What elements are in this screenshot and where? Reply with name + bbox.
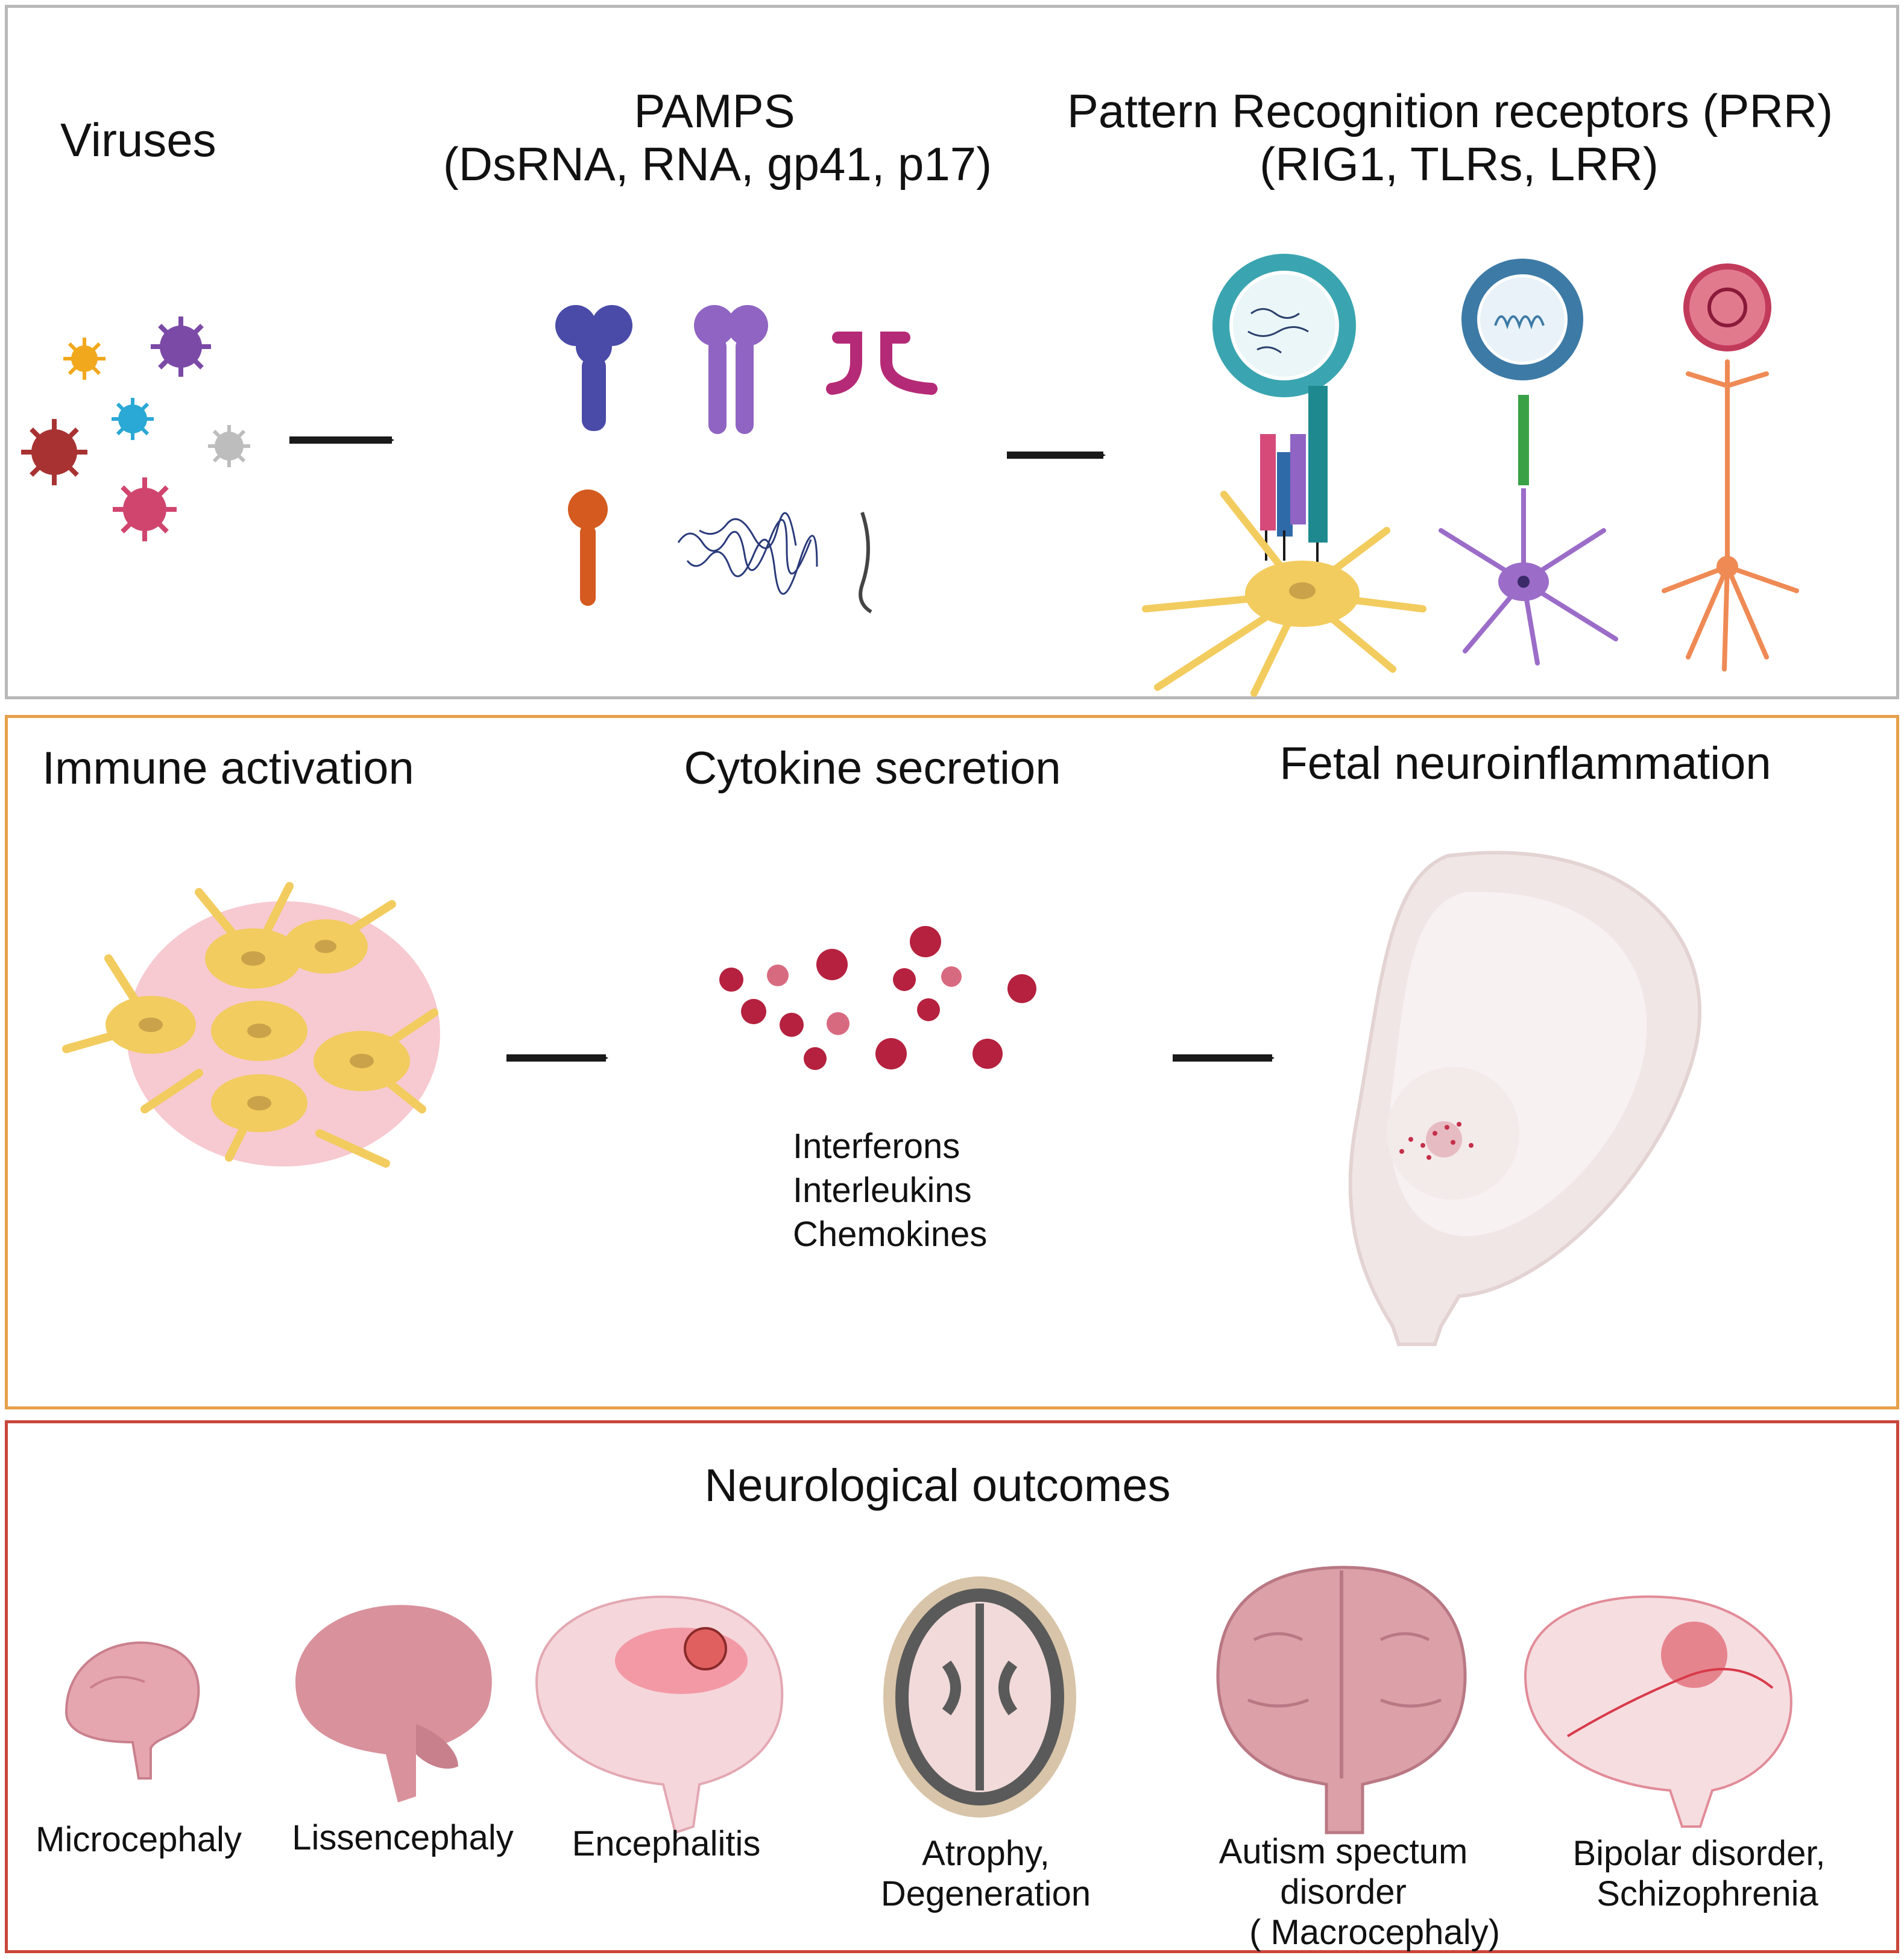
immune-activation-label: Immune activation	[42, 743, 414, 794]
cytokine-type-interferons: Interferons	[793, 1127, 960, 1166]
pamps-title: PAMPS	[634, 84, 795, 137]
neuron-cell-icon-orange	[1662, 359, 1799, 672]
neurological-outcomes-title: Neurological outcomes	[704, 1460, 1171, 1511]
brain-atrophy-icon	[883, 1576, 1076, 1818]
virus-icon-red	[21, 419, 87, 485]
p17-protein-icon-orange	[568, 490, 608, 606]
brain-bipolar-schizophrenia-icon	[1524, 1595, 1792, 1828]
dsrna-strand-icon	[859, 512, 872, 614]
prr-subtitle: (RIG1, TLRs, LRR)	[1259, 137, 1659, 190]
cytokine-type-chemokines: Chemokines	[793, 1215, 988, 1254]
glycoprotein-icon-blue	[555, 305, 632, 431]
outcome-bipolar-label-line1: Bipolar disorder,	[1572, 1834, 1826, 1873]
brain-microcephaly-icon	[65, 1641, 200, 1780]
panel-virus-recognition	[5, 5, 1899, 699]
fetus-in-uterus-icon	[1348, 851, 1701, 1346]
virus-icon-grey	[208, 425, 250, 467]
cytokine-type-interleukins: Interleukins	[793, 1171, 972, 1210]
brain-lissencephaly-icon	[295, 1605, 492, 1802]
astrocyte-cell-icon	[1142, 491, 1426, 697]
middle-panel-illustrations	[62, 851, 1701, 1346]
virus-particle-icon-teal	[1212, 254, 1356, 397]
virus-icon-purple	[151, 316, 211, 377]
glycoprotein-icon-purple	[694, 305, 768, 434]
virus-particle-icon-blue	[1461, 259, 1583, 380]
receptor-protein-icon-magenta	[826, 332, 938, 395]
outcome-microcephaly-label: Microcephaly	[36, 1820, 242, 1859]
neuron-cell-icon-purple	[1439, 488, 1618, 666]
tlr-receptor-icons	[1260, 386, 1328, 567]
virus-icon-pink	[113, 477, 177, 541]
prr-title: Pattern Recognition receptors (PRR)	[1067, 84, 1833, 137]
brain-macrocephaly-icon	[1216, 1566, 1467, 1834]
pamps-subtitle: (DsRNA, RNA, gp41, p17)	[443, 137, 992, 190]
outcome-atrophy-label-line2: Degeneration	[880, 1874, 1091, 1913]
astrocyte-cluster-icon	[62, 882, 440, 1168]
outcome-bipolar-label-line2: Schizophrenia	[1597, 1874, 1818, 1913]
outcome-atrophy-label-line1: Atrophy,	[922, 1834, 1050, 1873]
virus-particle-icon-pink	[1683, 263, 1771, 351]
outcome-autism-label-line2: disorder	[1280, 1872, 1407, 1912]
outcome-lissencephaly-label: Lissencephaly	[292, 1818, 514, 1857]
viruses-label: Viruses	[60, 113, 216, 166]
fetal-neuroinflammation-label: Fetal neuroinflammation	[1279, 738, 1771, 789]
outcome-encephalitis-label: Encephalitis	[572, 1824, 761, 1863]
rig1-receptor-icon	[1518, 395, 1529, 485]
virus-icon-blue	[112, 398, 154, 440]
outcome-autism-label-line1: Autism spectum	[1218, 1832, 1468, 1871]
top-panel-illustrations	[21, 254, 1799, 697]
outcome-autism-label-line3: ( Macrocephaly)	[1249, 1913, 1500, 1952]
rna-strand-icon	[677, 512, 818, 595]
brain-encephalitis-icon	[535, 1595, 784, 1834]
cytokine-secretion-label: Cytokine secretion	[684, 743, 1061, 794]
virus-icon-orange	[63, 338, 106, 380]
cytokine-particles-icon	[719, 926, 1036, 1070]
